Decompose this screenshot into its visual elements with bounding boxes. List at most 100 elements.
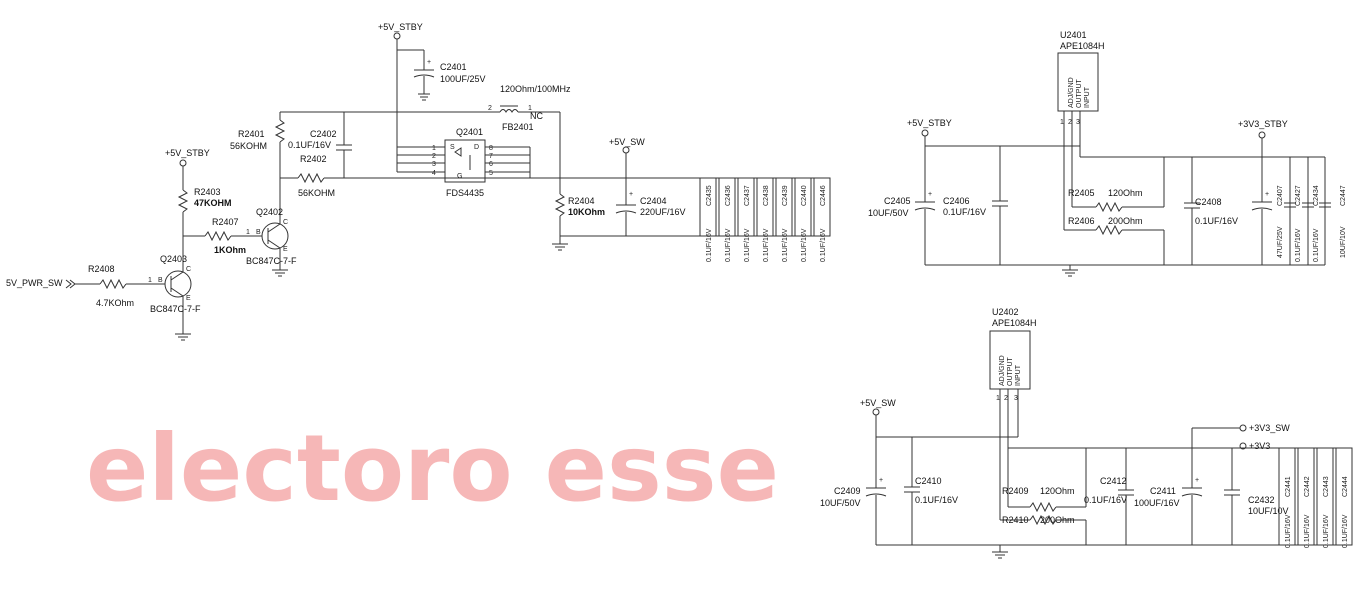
- c2410-ref: C2410: [915, 476, 942, 486]
- svg-text:INPUT: INPUT: [1015, 364, 1022, 386]
- c2401-value: 100UF/25V: [440, 74, 486, 84]
- r2406-value: 200Ohm: [1108, 216, 1143, 226]
- r2404-ref: R2404: [568, 196, 595, 206]
- resistor-r2410: R2410 200Ohm: [1000, 514, 1087, 545]
- c2408-ref: C2408: [1195, 197, 1222, 207]
- capacitor-c2408: C2408 0.1UF/16V: [1184, 157, 1238, 265]
- capacitor-c2404: + C2404 220UF/16V: [615, 178, 686, 236]
- fb2401-ref: FB2401: [502, 122, 534, 132]
- svg-text:1: 1: [246, 229, 250, 236]
- svg-text:1: 1: [1060, 119, 1064, 126]
- decoupling-ref: C2440: [801, 185, 808, 206]
- capacitor-c2440: C2440 0.1UF/16V: [794, 177, 812, 262]
- r2405-value: 120Ohm: [1108, 188, 1143, 198]
- r2408-ref: R2408: [88, 264, 115, 274]
- c2412-value: 0.1UF/16V: [1084, 495, 1127, 505]
- decoupling-value: 0.1UF/16V: [801, 228, 808, 262]
- svg-text:OUTPUT: OUTPUT: [1007, 357, 1014, 387]
- svg-text:+: +: [629, 191, 633, 198]
- regulator-u2401-section: U2401 APE1084H ADJ/GND OUTPUT INPUT 1 2 …: [868, 30, 1347, 277]
- r2409-ref: R2409: [1002, 486, 1029, 496]
- q2402-ref: Q2402: [256, 207, 283, 217]
- decoupling-value: 0.1UF/16V: [1285, 514, 1292, 548]
- q2401-part: FDS4435: [446, 188, 484, 198]
- svg-text:3: 3: [432, 161, 436, 168]
- svg-text:OUTPUT: OUTPUT: [1076, 79, 1083, 109]
- r2407-ref: R2407: [212, 217, 239, 227]
- r2410-value: 200Ohm: [1040, 515, 1075, 525]
- r2409-value: 120Ohm: [1040, 486, 1075, 496]
- c2411-ref: C2411: [1150, 486, 1176, 496]
- svg-text:+: +: [1265, 191, 1269, 198]
- r2403-ref: R2403: [194, 187, 221, 197]
- c2402-value: 0.1UF/16V: [288, 140, 331, 150]
- decoupling-value: 0.1UF/16V: [1342, 514, 1349, 548]
- u2401-part: APE1084H: [1060, 41, 1105, 51]
- svg-text:1: 1: [528, 105, 532, 112]
- resistor-r2407: R2407 1KOhm: [204, 217, 262, 255]
- capacitor-c2405: + C2405 10UF/50V: [868, 146, 936, 265]
- decoupling-ref: C2439: [782, 185, 789, 206]
- power-switch-section: +5V_STBY + C2401 100UF/25V 120Ohm/100MHz…: [6, 22, 831, 341]
- net-port-3v3: [1239, 442, 1247, 450]
- svg-text:2: 2: [432, 153, 436, 160]
- net-port-5v-stby-u2401: [921, 129, 929, 137]
- decoupling-ref: C2444: [1342, 476, 1349, 497]
- u2401-ref: U2401: [1060, 30, 1087, 40]
- net-label-5v-stby-left: +5V_STBY: [165, 148, 210, 158]
- resistor-r2405: R2405 120Ohm: [1068, 157, 1165, 213]
- svg-text:C: C: [186, 266, 191, 273]
- decoupling-value: 0.1UF/16V: [706, 228, 713, 262]
- c2410-value: 0.1UF/16V: [915, 495, 958, 505]
- svg-text:+: +: [427, 59, 431, 66]
- decoupling-value: 0.1UF/16V: [782, 228, 789, 262]
- fb2401-spec: 120Ohm/100MHz: [500, 84, 571, 94]
- capacitor-c2412: C2412 0.1UF/16V: [1084, 448, 1134, 545]
- svg-text:B: B: [158, 277, 163, 284]
- svg-text:2: 2: [488, 105, 492, 112]
- svg-text:+: +: [879, 477, 883, 484]
- capacitor-c2406: C2406 0.1UF/16V: [943, 146, 1008, 265]
- svg-text:1: 1: [432, 145, 436, 152]
- q2403-ref: Q2403: [160, 254, 187, 264]
- svg-text:8: 8: [489, 145, 493, 152]
- u2402-ref: U2402: [992, 307, 1019, 317]
- resistor-r2409: R2409 120Ohm: [1002, 448, 1087, 513]
- c2406-value: 0.1UF/16V: [943, 207, 986, 217]
- net-port-5v-stby-left: [179, 159, 187, 167]
- svg-text:D: D: [474, 144, 479, 151]
- svg-text:0.1UF/16V: 0.1UF/16V: [1313, 228, 1320, 262]
- resistor-r2404: R2404 10KOhm: [554, 178, 605, 238]
- c2401-ref: C2401: [440, 62, 467, 72]
- svg-text:G: G: [457, 173, 462, 180]
- q2401-ref: Q2401: [456, 127, 483, 137]
- svg-text:3: 3: [1076, 119, 1080, 126]
- capacitor-c2444: C2444 0.1UF/16V: [1335, 447, 1353, 548]
- svg-text:2: 2: [1004, 395, 1008, 402]
- net-port-5v-sw-top: [622, 146, 630, 154]
- r2408-value: 4.7KOhm: [96, 298, 134, 308]
- svg-text:E: E: [186, 295, 191, 302]
- r2402-value: 56KOHM: [298, 188, 335, 198]
- svg-text:E: E: [283, 246, 288, 253]
- c2432-value: 10UF/10V: [1248, 506, 1289, 516]
- c2412-ref: C2412: [1100, 476, 1127, 486]
- c2406-ref: C2406: [943, 196, 970, 206]
- transistor-q2402: Q2402 BC847C-7-F 1 B C E: [246, 207, 297, 277]
- capacitor-c2439: C2439 0.1UF/16V: [775, 177, 793, 262]
- net-label-5v-sw-u2402: +5V_SW: [860, 398, 896, 408]
- net-port-3v3-stby: [1258, 131, 1266, 139]
- capacitor-c2401: + C2401 100UF/25V: [413, 50, 486, 101]
- resistor-r2401: R2401 56KOHM: [230, 112, 286, 210]
- c2405-value: 10UF/50V: [868, 208, 909, 218]
- decoupling-group-bottom: C24410.1UF/16VC24420.1UF/16VC24430.1UF/1…: [1278, 447, 1353, 548]
- net-port-5v-stby-top: [393, 32, 401, 40]
